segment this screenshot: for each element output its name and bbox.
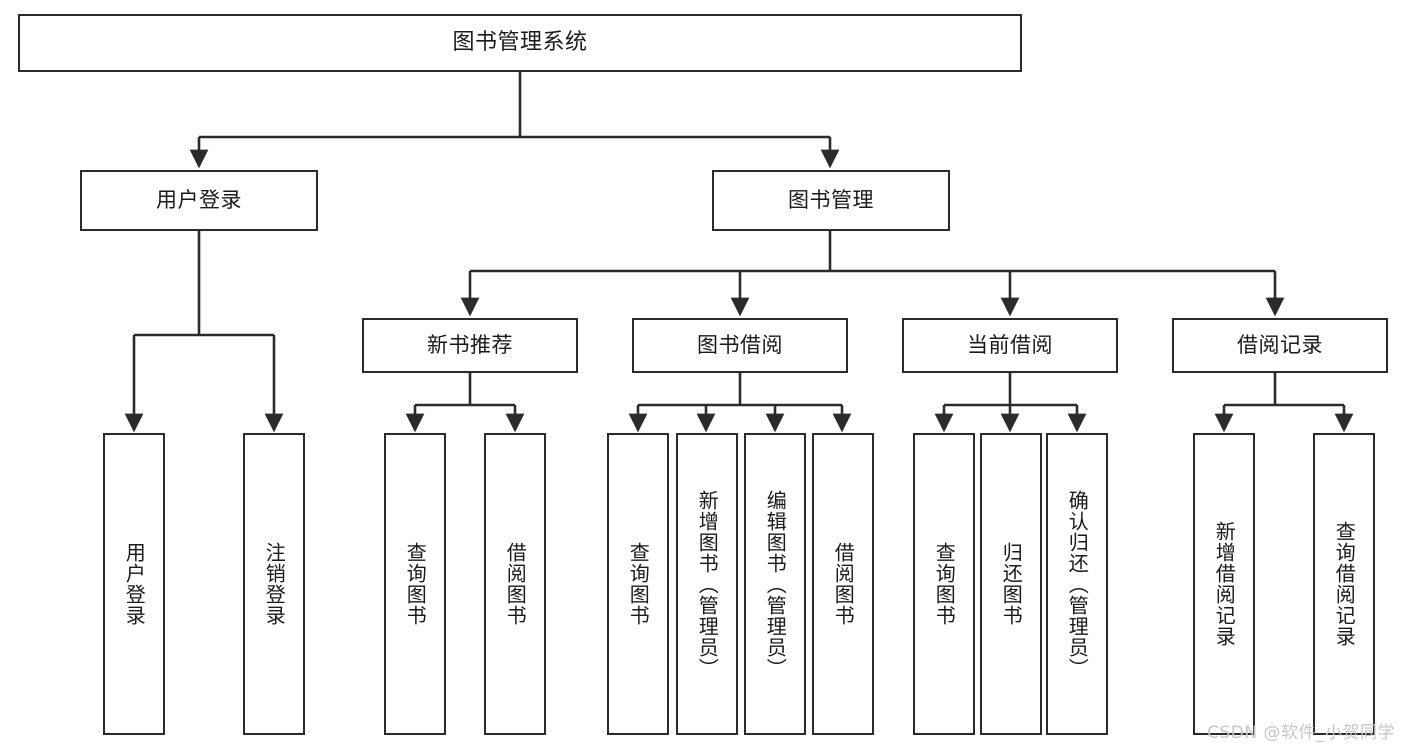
node-label: 图书管理系统 bbox=[452, 30, 588, 56]
node-book-management[interactable]: 图书管理 bbox=[712, 170, 950, 231]
node-label: 用户登录 bbox=[122, 542, 147, 626]
node-user-login[interactable]: 用户登录 bbox=[80, 170, 318, 231]
leaf-current-borrow-confirm-return-admin[interactable]: 确认归还（管理员） bbox=[1046, 433, 1108, 735]
leaf-current-borrow-return-books[interactable]: 归还图书 bbox=[980, 433, 1042, 735]
leaf-current-borrow-query-books[interactable]: 查询图书 bbox=[913, 433, 975, 735]
node-label: 图书借阅 bbox=[697, 333, 783, 358]
node-label: 新增借阅记录 bbox=[1212, 521, 1237, 647]
node-current-borrowing[interactable]: 当前借阅 bbox=[902, 318, 1118, 373]
node-label: 归还图书 bbox=[999, 542, 1024, 626]
leaf-borrow-record-add-record[interactable]: 新增借阅记录 bbox=[1193, 433, 1255, 735]
node-root-book-management-system[interactable]: 图书管理系统 bbox=[18, 14, 1022, 72]
leaf-new-book-borrow-books[interactable]: 借阅图书 bbox=[484, 433, 546, 735]
node-label: 确认归还（管理员） bbox=[1065, 489, 1090, 679]
node-label: 新书推荐 bbox=[427, 333, 513, 358]
node-borrowing-record[interactable]: 借阅记录 bbox=[1172, 318, 1388, 373]
leaf-user-login-login[interactable]: 用户登录 bbox=[103, 433, 165, 735]
csdn-watermark: CSDN @软件_小贺同学 bbox=[1207, 723, 1395, 743]
node-label: 当前借阅 bbox=[967, 333, 1053, 358]
node-book-borrowing[interactable]: 图书借阅 bbox=[632, 318, 848, 373]
node-label: 图书管理 bbox=[788, 188, 874, 213]
node-label: 借阅图书 bbox=[831, 542, 856, 626]
leaf-borrow-record-query-record[interactable]: 查询借阅记录 bbox=[1313, 433, 1375, 735]
leaf-book-borrow-borrow-books[interactable]: 借阅图书 bbox=[812, 433, 874, 735]
node-new-book-recommendation[interactable]: 新书推荐 bbox=[362, 318, 578, 373]
node-label: 新增图书（管理员） bbox=[695, 489, 720, 679]
leaf-book-borrow-add-book-admin[interactable]: 新增图书（管理员） bbox=[676, 433, 738, 735]
node-label: 查询图书 bbox=[932, 542, 957, 626]
leaf-book-borrow-query-books[interactable]: 查询图书 bbox=[607, 433, 669, 735]
node-label: 编辑图书（管理员） bbox=[763, 489, 788, 679]
node-label: 借阅记录 bbox=[1237, 333, 1323, 358]
leaf-new-book-query-books[interactable]: 查询图书 bbox=[384, 433, 446, 735]
node-label: 查询借阅记录 bbox=[1332, 521, 1357, 647]
leaf-user-login-logout[interactable]: 注销登录 bbox=[243, 433, 305, 735]
node-label: 借阅图书 bbox=[503, 542, 528, 626]
node-label: 注销登录 bbox=[262, 542, 287, 626]
node-label: 查询图书 bbox=[403, 542, 428, 626]
leaf-book-borrow-edit-book-admin[interactable]: 编辑图书（管理员） bbox=[744, 433, 806, 735]
node-label: 用户登录 bbox=[156, 188, 242, 213]
node-label: 查询图书 bbox=[626, 542, 651, 626]
